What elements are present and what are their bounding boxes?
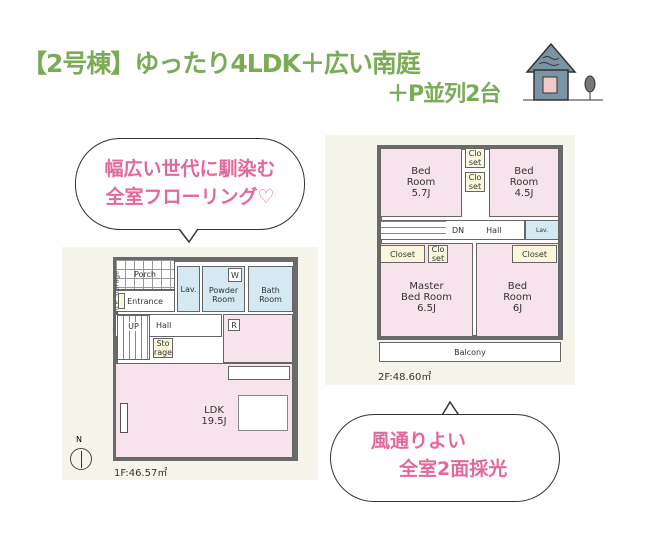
page-title: 【2号棟】ゆったり4LDK＋広い南庭 [22, 49, 421, 78]
compass-north-label: N [76, 435, 82, 444]
washer-icon: W [228, 268, 242, 282]
room-lav: Lav. [177, 266, 200, 312]
closet-left: Closet [380, 245, 425, 263]
stairs-2f [381, 221, 446, 239]
bubble-line: 幅広い世代に馴染む [104, 158, 276, 180]
closet-right: Closet [512, 245, 557, 263]
hall-2f: DN Hall [380, 220, 525, 240]
bubble-line: 風通りよい [371, 430, 467, 452]
room-storage: Sto rage [153, 338, 173, 358]
room-bed-4-5: Bed Room 4.5J [489, 148, 559, 217]
fridge-icon: R [228, 319, 240, 331]
room-bed-5-7: Bed Room 5.7J [380, 148, 462, 217]
hall-label: Hall [156, 321, 172, 330]
closet-b: Clo set [465, 172, 485, 192]
entrance-storage [118, 293, 125, 309]
stairs: UP [117, 315, 150, 360]
speech-bubble-top: 幅広い世代に馴染む 全室フローリング♡ [75, 138, 305, 230]
speech-bubble-bottom: 風通りよい 全室2面採光 [330, 414, 560, 502]
bubble-tail [440, 400, 461, 418]
balcony: Balcony [379, 342, 561, 362]
floor2-area-label: 2F:48.60㎡ [378, 372, 432, 383]
closet-middle: Clo set [428, 245, 448, 263]
room-kitchen: R [223, 314, 293, 363]
dn-label: DN [452, 225, 465, 235]
kitchen-counter [228, 366, 290, 380]
up-label: UP [128, 322, 139, 331]
bubble-line: 全室2面採光 [399, 458, 508, 480]
room-master-bed: Master Bed Room 6.5J [380, 243, 473, 337]
hall-label-2f: Hall [486, 225, 502, 235]
bubble-line: 全室フローリング♡ [105, 186, 275, 208]
room-toilet-2f: Lav. [525, 220, 559, 240]
room-porch: Porch [115, 259, 175, 290]
closet-a: Clo set [465, 148, 485, 168]
page-subtitle: ＋P並列2台 [387, 82, 501, 107]
floor1-area-label: 1F:46.57㎡ [114, 468, 168, 479]
dining-table [238, 395, 288, 431]
house-icon [523, 42, 603, 101]
room-bath: Bath Room [248, 266, 293, 312]
bubble-tail [178, 228, 199, 244]
room-entrance: Entrance [115, 290, 175, 312]
compass-icon [70, 448, 92, 470]
tv-unit [120, 403, 128, 433]
